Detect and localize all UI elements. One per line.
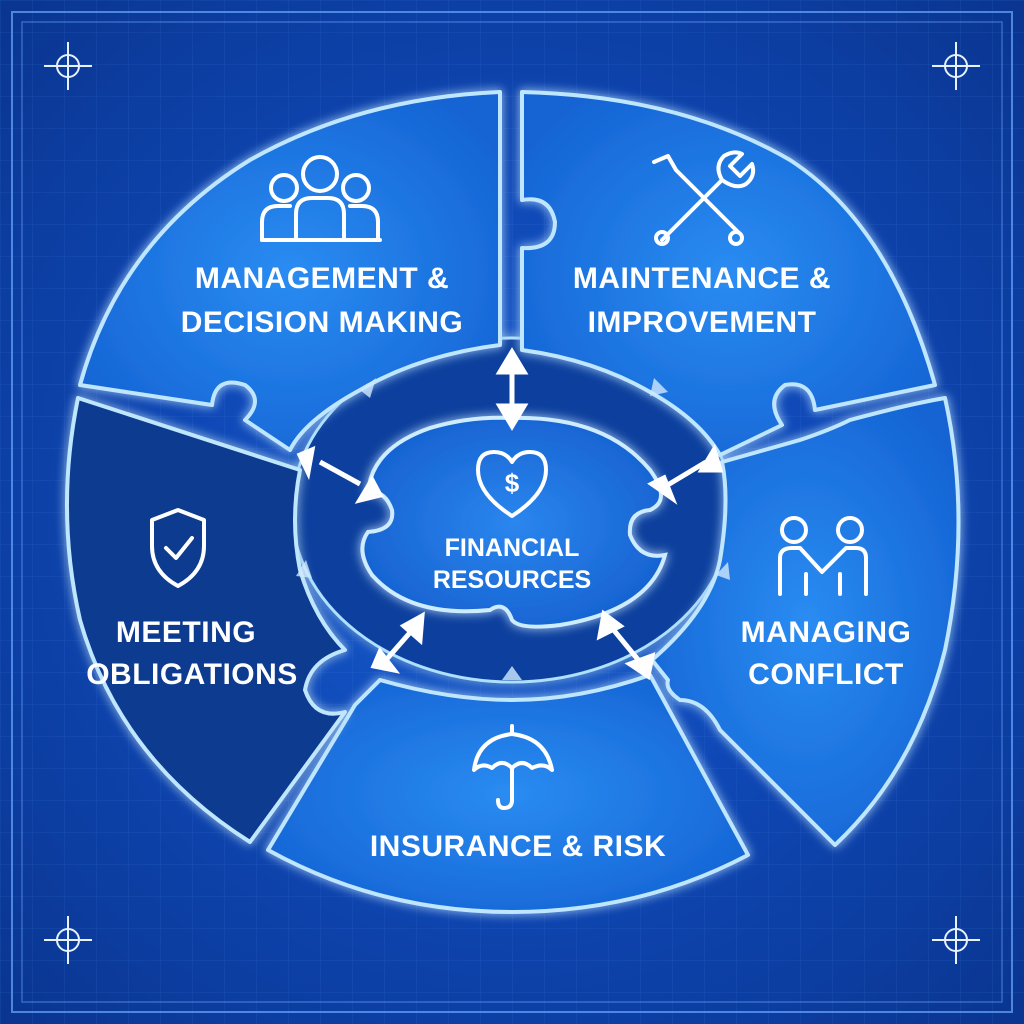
handshake-people-icon	[778, 516, 868, 596]
insurance-label: INSURANCE & RISK	[370, 830, 666, 863]
center-label-line1: FINANCIAL	[445, 534, 580, 562]
obligations-label-line1: MEETING	[116, 616, 256, 649]
maintenance-label-line2: IMPROVEMENT	[588, 306, 817, 339]
inner-frame	[21, 21, 1003, 1003]
outer-frame	[11, 11, 1013, 1013]
management-label-line1: MANAGEMENT &	[195, 262, 449, 295]
center-label-line2: RESOURCES	[433, 566, 591, 594]
management-label-line2: DECISION MAKING	[181, 306, 464, 339]
heart-dollar-icon: $	[476, 450, 548, 518]
shield-check-icon	[150, 508, 206, 588]
segment-insurance[interactable]	[266, 673, 750, 914]
svg-text:$: $	[505, 468, 520, 498]
arrow-left	[296, 445, 384, 504]
ring-flow-arrows	[296, 378, 730, 680]
segment-conflict[interactable]	[650, 396, 961, 847]
conflict-label-line1: MANAGING	[741, 616, 912, 649]
segment-maintenance[interactable]	[520, 90, 937, 457]
arrow-bottom-right	[596, 609, 656, 681]
maintenance-label-line1: MAINTENANCE &	[573, 262, 831, 295]
arrow-right	[647, 443, 724, 505]
crosshair-icon	[932, 42, 980, 90]
arrow-bottom-left	[370, 611, 425, 674]
obligations-label-line2: OBLIGATIONS	[86, 658, 298, 691]
crosshair-icon	[44, 916, 92, 964]
umbrella-icon	[472, 724, 554, 810]
crosshair-icon	[44, 42, 92, 90]
arrow-top	[495, 347, 529, 431]
center-piece[interactable]	[360, 415, 668, 629]
tools-icon	[652, 150, 756, 246]
corner-crosshairs	[44, 42, 980, 964]
conflict-label-line2: CONFLICT	[748, 658, 904, 691]
people-group-icon	[260, 155, 382, 242]
crosshair-icon	[932, 916, 980, 964]
connector-arrows	[296, 347, 724, 681]
